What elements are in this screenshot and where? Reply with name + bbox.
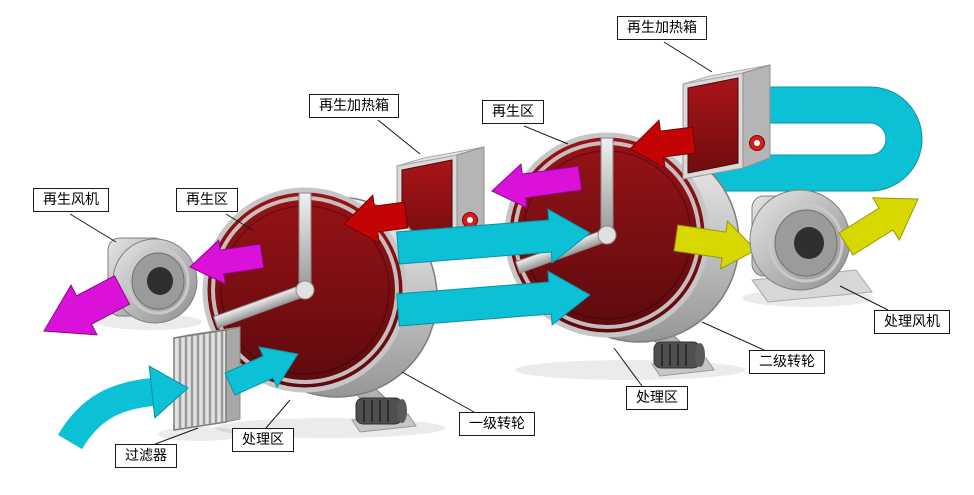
filter-front-face <box>173 329 227 431</box>
air-filter <box>173 326 241 431</box>
leader-filter <box>149 427 199 447</box>
heater2-red-panel <box>687 77 739 174</box>
process-fan-inlet-flange <box>768 203 844 283</box>
wheel2-divider-bar-vertical <box>600 137 614 239</box>
regen-air-exhaust-arrow <box>43 275 131 336</box>
interstage-air-beam-upper <box>396 208 591 265</box>
dry-air-arrow-wheel2-to-fan <box>673 220 757 270</box>
wheel1-motor <box>355 397 407 425</box>
process-fan-inlet-hole <box>794 227 824 259</box>
interstage-air-beam-lower <box>396 270 591 327</box>
leader-process-zone-right <box>613 347 643 387</box>
leader-process-fan <box>839 285 889 311</box>
label-filter: 过滤器 <box>115 444 177 468</box>
label-wheel-first: 一级转轮 <box>459 412 535 436</box>
wheel2-motor <box>653 341 705 369</box>
leader-lines <box>69 41 889 447</box>
leader-regen-heater-top <box>663 41 713 73</box>
leader-regen-heater-mid <box>377 119 421 155</box>
process-fan <box>749 189 873 303</box>
label-wheel-second: 二级转轮 <box>749 350 825 374</box>
label-regen-heater-top: 再生加热箱 <box>617 16 707 40</box>
desiccant-wheel-first <box>202 187 438 433</box>
regeneration-fan <box>107 237 198 324</box>
leader-wheel-first <box>401 371 475 413</box>
regen-fan-inlet-flange <box>126 247 190 315</box>
leader-regen-fan <box>69 213 117 243</box>
hot-air-arrow-2 <box>629 119 697 169</box>
label-process-fan: 处理风机 <box>874 310 950 334</box>
label-process-zone-left: 处理区 <box>232 428 294 452</box>
leader-wheel-second <box>701 321 765 351</box>
regen-fan-inlet-hole <box>147 267 173 295</box>
label-regen-zone-left: 再生区 <box>176 188 238 212</box>
wheel1-divider-bar-vertical <box>298 192 312 294</box>
label-regen-fan: 再生风机 <box>33 188 109 212</box>
regen-air-arrow-wheel2-to-heater1 <box>491 163 583 209</box>
filter-to-wheel-arrow <box>224 346 299 396</box>
wheel2-hub <box>597 225 617 245</box>
wheel1-hub <box>295 280 315 300</box>
regeneration-heater-box-2 <box>682 64 771 180</box>
leader-regen-zone-left <box>225 213 255 232</box>
leader-process-zone-left <box>265 399 291 429</box>
label-regen-heater-mid: 再生加热箱 <box>309 94 399 118</box>
label-process-zone-right: 处理区 <box>626 386 688 410</box>
label-regen-zone-right: 再生区 <box>482 100 544 124</box>
dry-air-outlet-arrow <box>838 197 919 256</box>
hot-air-arrow-1 <box>343 194 409 244</box>
leader-regen-zone-right <box>523 125 569 145</box>
process-air-inlet-arrow <box>57 365 189 450</box>
regen-air-arrow-wheel1-to-fan <box>189 239 265 285</box>
heater2-side-face <box>742 64 771 169</box>
